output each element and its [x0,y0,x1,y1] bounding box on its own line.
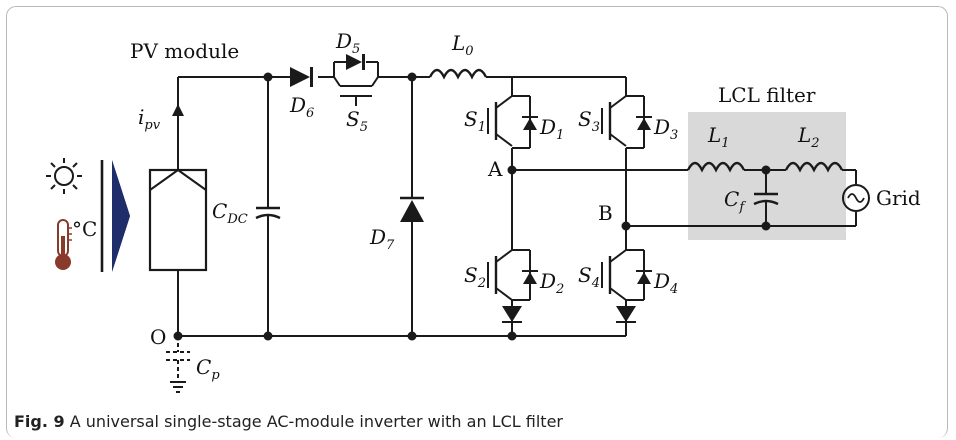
label-l2: L2 [797,123,820,151]
label-pv-module: PV module [130,39,239,63]
node-o-dot [173,331,183,341]
label-d3: D3 [653,115,678,143]
caption-text: A universal single-stage AC-module inver… [69,412,563,431]
label-s2: S2 [464,263,486,291]
diode-d2 [523,272,537,284]
label-node-b: B [598,201,613,225]
label-node-a: A [487,157,503,181]
label-s5: S5 [346,107,368,135]
label-grid: Grid [876,186,921,210]
label-temp-unit: °C [72,217,97,241]
label-d4: D4 [653,269,678,297]
label-c-dc: CDC [212,199,248,227]
node-a-dot [507,165,517,175]
label-s4: S4 [578,263,600,291]
label-d2: D2 [539,269,564,297]
sun-icon [46,158,82,194]
node-b-dot [621,221,631,231]
label-s3: S3 [578,107,600,135]
label-l0: L0 [451,31,474,59]
label-d7: D7 [369,225,395,253]
caption-number: Fig. 9 [14,412,65,431]
inductor-l1 [686,161,746,173]
inductor-l0 [428,68,488,80]
diode-d3 [637,118,651,130]
inductor-l2 [784,161,844,173]
label-d5: D5 [335,29,360,57]
diode-d7 [400,200,424,222]
label-lcl-filter: LCL filter [718,83,816,107]
label-node-o: O [150,325,166,349]
diode-d6 [290,67,310,87]
thermometer-icon [55,219,72,270]
figure-caption: Fig. 9 A universal single-stage AC-modul… [14,412,563,431]
label-l1: L1 [707,123,730,151]
label-cp: Cp [196,355,220,383]
label-s1: S1 [464,107,486,135]
current-arrow [172,104,184,116]
label-d1: D1 [539,115,564,143]
diode-d1 [523,118,537,130]
label-d6: D6 [289,93,314,121]
grid-source-icon [842,184,870,212]
label-i-pv: ipv [138,105,161,133]
label-cf: Cf [724,187,746,215]
diode-d5 [346,54,362,70]
diode-d4 [637,272,651,284]
